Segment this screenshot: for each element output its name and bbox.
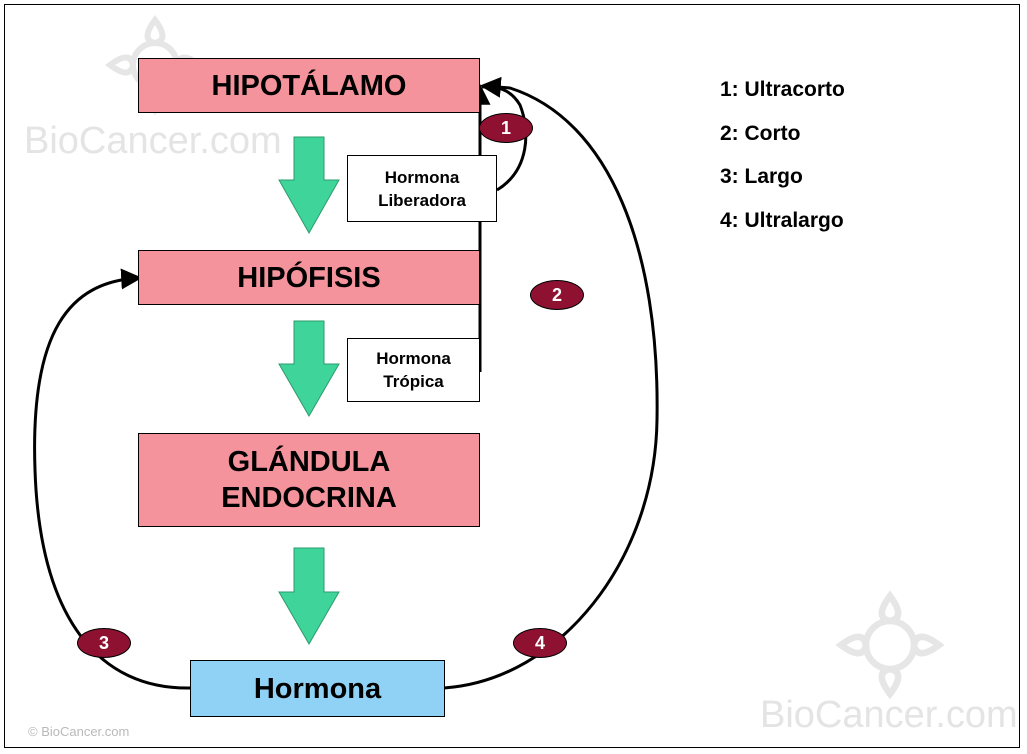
label-tropica-line1: Hormona <box>376 349 451 368</box>
label-liberadora-line2: Liberadora <box>378 190 466 210</box>
box-hormona-label: Hormona <box>253 672 382 705</box>
watermark-text-bottom: BioCancer.com <box>760 694 1018 736</box>
box-hormona: Hormona <box>190 660 445 717</box>
legend-item-4: 4: Ultralargo <box>720 208 844 232</box>
box-glandula-line1: GLÁNDULA <box>227 446 391 478</box>
slide-frame <box>4 4 1020 748</box>
feedback-loop-3 <box>33 268 192 690</box>
box-glandula-endocrina: GLÁNDULA ENDOCRINA <box>138 433 480 527</box>
watermark-text-top: BioCancer.com <box>24 120 282 162</box>
down-arrow-3-icon <box>278 547 340 646</box>
badge-4: 4 <box>513 628 567 658</box>
label-hormona-liberadora: Hormona Liberadora <box>347 155 497 222</box>
legend-item-3: 3: Largo <box>720 165 803 188</box>
down-arrow-1-icon <box>278 136 340 235</box>
legend-item-1: 1: Ultracorto <box>720 78 845 101</box>
badge-3: 3 <box>77 628 131 658</box>
badge-1: 1 <box>479 113 533 143</box>
box-hipofisis: HIPÓFISIS <box>138 250 480 305</box>
label-liberadora-line1: Hormona <box>384 167 460 187</box>
box-hipotalamo: HIPOTÁLAMO <box>138 58 480 113</box>
box-hipotalamo-label: HIPOTÁLAMO <box>211 69 407 102</box>
label-tropica-line2: Trópica <box>383 372 444 391</box>
down-arrow-2-icon <box>278 320 340 418</box>
label-hormona-tropica: Hormona Trópica <box>347 338 480 402</box>
watermark-logo-bottom-icon <box>835 590 945 700</box>
copyright-text: © BioCancer.com <box>28 724 130 739</box>
legend: 1: Ultracorto 2: Corto 3: Largo 4: Ultra… <box>720 76 845 250</box>
badge-2: 2 <box>530 280 584 310</box>
box-glandula-line2: ENDOCRINA <box>221 482 397 514</box>
legend-item-2: 2: Corto <box>720 121 801 145</box>
box-hipofisis-label: HIPÓFISIS <box>237 261 381 294</box>
